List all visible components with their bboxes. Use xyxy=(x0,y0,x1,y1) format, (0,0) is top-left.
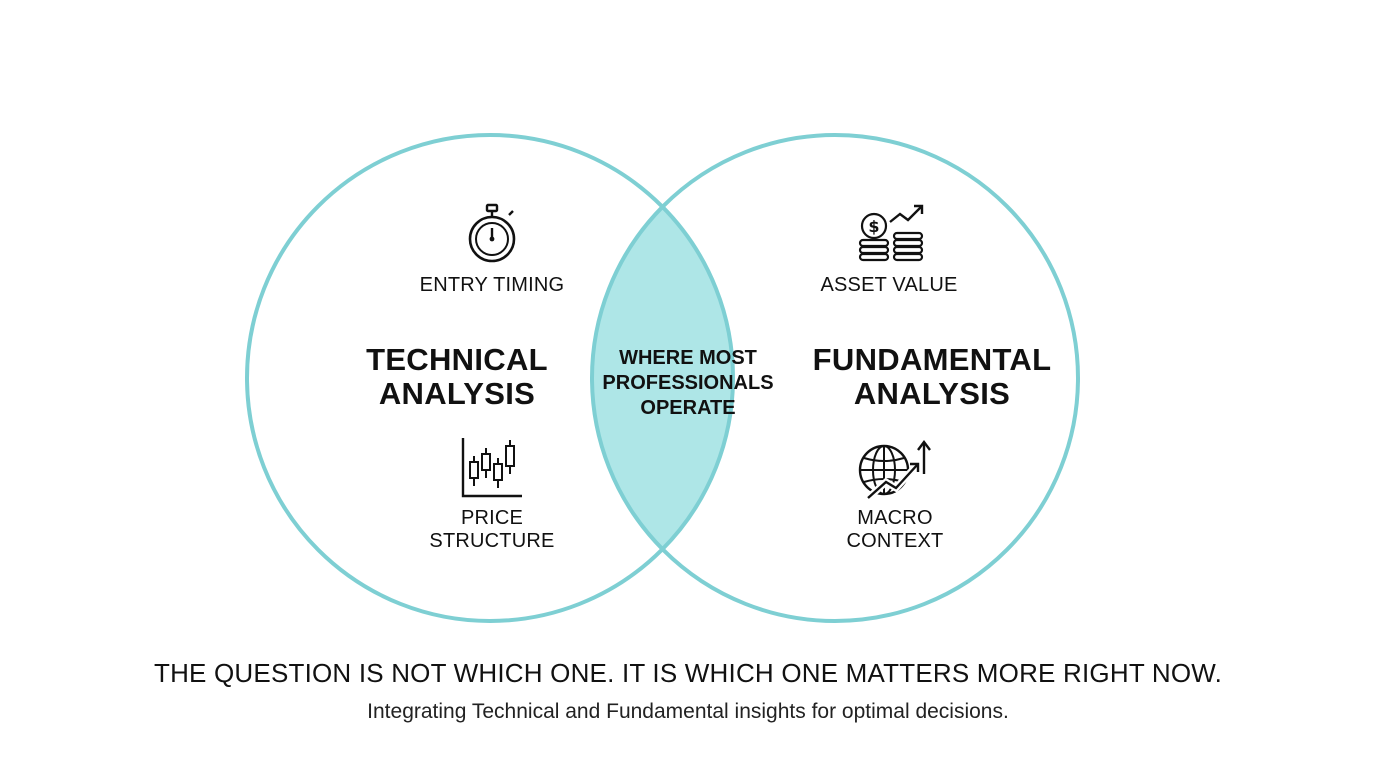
subline-text: Integrating Technical and Fundamental in… xyxy=(367,700,1009,723)
headline-text: THE QUESTION IS NOT WHICH ONE. IT IS WHI… xyxy=(153,658,1222,688)
stopwatch-icon xyxy=(468,203,516,263)
price-structure-label: PRICE STRUCTURE xyxy=(429,507,555,552)
venn-diagram xyxy=(245,133,1080,623)
technical-analysis-title: TECHNICAL ANALYSIS xyxy=(366,342,548,411)
globe-growth-icon xyxy=(858,440,931,501)
right-circle-fundamental xyxy=(590,133,1080,623)
coins-growth-icon: $ xyxy=(858,204,924,262)
asset-value-label: ASSET VALUE xyxy=(820,274,958,296)
fundamental-analysis-title: FUNDAMENTAL ANALYSIS xyxy=(812,342,1052,411)
macro-context-label: MACRO CONTEXT xyxy=(846,507,944,552)
left-circle-technical xyxy=(245,133,735,623)
svg-text:$: $ xyxy=(868,217,879,236)
intersection-label: WHERE MOST PROFESSIONALS OPERATE xyxy=(602,347,774,419)
entry-timing-label: ENTRY TIMING xyxy=(419,274,565,296)
candlestick-chart-icon xyxy=(461,438,522,498)
